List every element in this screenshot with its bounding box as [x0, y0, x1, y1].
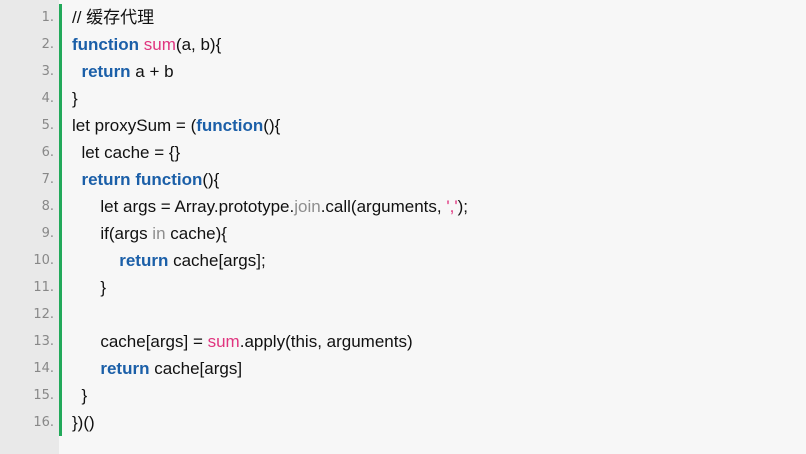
code-text: return cache[args]: [72, 355, 242, 382]
code-token: }: [72, 278, 107, 297]
code-token: .call(arguments,: [320, 197, 447, 216]
code-token: return: [81, 170, 131, 189]
line-number: 7.: [41, 172, 54, 187]
code-token: function: [196, 116, 264, 135]
code-token: let args = Array.prototype.: [72, 197, 295, 216]
code-line: 3. return a + b: [0, 58, 806, 85]
code-token: // 缓存代理: [72, 8, 155, 27]
code-line: 7. return function(){: [0, 166, 806, 193]
code-token: [72, 251, 119, 270]
code-text: // 缓存代理: [72, 4, 154, 31]
code-line: 5. let proxySum = (function(){: [0, 112, 806, 139]
code-text: }: [72, 382, 87, 409]
line-number: 12.: [33, 307, 54, 322]
line-number: 2.: [41, 37, 54, 52]
code-token: join: [294, 197, 321, 216]
code-text: }: [72, 274, 106, 301]
line-number: 9.: [41, 226, 54, 241]
code-line: 1. // 缓存代理: [0, 4, 806, 31]
code-text: cache[args] = sum.apply(this, arguments): [72, 328, 413, 355]
line-number: 11.: [33, 280, 54, 295]
line-number-gutter: [0, 0, 59, 454]
code-token: sum: [207, 332, 240, 351]
code-text: return function(){: [72, 166, 219, 193]
code-token: sum: [143, 35, 176, 54]
code-line: 16. })(): [0, 409, 806, 436]
code-line: 11. }: [0, 274, 806, 301]
line-number: 13.: [33, 334, 54, 349]
code-token: ',': [446, 197, 458, 216]
code-token: );: [457, 197, 468, 216]
code-line: 6. let cache = {}: [0, 139, 806, 166]
code-text: return a + b: [72, 58, 174, 85]
code-line: 2. function sum(a, b){: [0, 31, 806, 58]
code-text: function sum(a, b){: [72, 31, 221, 58]
code-token: (a, b){: [175, 35, 222, 54]
line-number: 16.: [33, 415, 54, 430]
line-number: 8.: [41, 199, 54, 214]
code-token: }: [72, 386, 88, 405]
code-token: cache[args];: [168, 251, 266, 270]
code-text: }: [72, 85, 78, 112]
code-token: return: [100, 359, 150, 378]
code-token: if(args: [72, 224, 153, 243]
code-token: (){: [263, 116, 281, 135]
line-number: 3.: [41, 64, 54, 79]
code-text: return cache[args];: [72, 247, 266, 274]
code-token: .apply(this, arguments): [239, 332, 413, 351]
line-number: 1.: [41, 10, 54, 25]
code-line: 4.}: [0, 85, 806, 112]
code-token: a + b: [130, 62, 174, 81]
code-text: let args = Array.prototype.join.call(arg…: [72, 193, 468, 220]
line-number: 5.: [41, 118, 54, 133]
code-token: function: [72, 35, 140, 54]
code-line: 15. }: [0, 382, 806, 409]
gutter-accent-bar: [59, 4, 62, 436]
code-token: }: [72, 89, 78, 108]
code-text: if(args in cache){: [72, 220, 227, 247]
code-token: return: [119, 251, 169, 270]
code-token: cache[args] =: [72, 332, 208, 351]
code-token: let cache = {}: [72, 143, 181, 162]
code-text: let cache = {}: [72, 139, 180, 166]
code-line: 9. if(args in cache){: [0, 220, 806, 247]
code-token: function: [135, 170, 203, 189]
code-line: 12.: [0, 301, 806, 328]
line-number: 14.: [33, 361, 54, 376]
code-line: 14. return cache[args]: [0, 355, 806, 382]
code-token: cache[args]: [149, 359, 243, 378]
line-number: 6.: [41, 145, 54, 160]
line-number: 15.: [33, 388, 54, 403]
code-token: [72, 359, 100, 378]
code-line: 8. let args = Array.prototype.join.call(…: [0, 193, 806, 220]
code-token: in: [152, 224, 166, 243]
code-token: (){: [202, 170, 220, 189]
code-line: 13. cache[args] = sum.apply(this, argume…: [0, 328, 806, 355]
code-token: return: [81, 62, 131, 81]
line-number: 4.: [41, 91, 54, 106]
code-token: cache){: [165, 224, 227, 243]
code-text: })(): [72, 409, 95, 436]
line-number: 10.: [33, 253, 54, 268]
code-token: let proxySum = (: [72, 116, 197, 135]
code-text: let proxySum = (function(){: [72, 112, 280, 139]
code-line: 10. return cache[args];: [0, 247, 806, 274]
code-token: })(): [72, 413, 95, 432]
